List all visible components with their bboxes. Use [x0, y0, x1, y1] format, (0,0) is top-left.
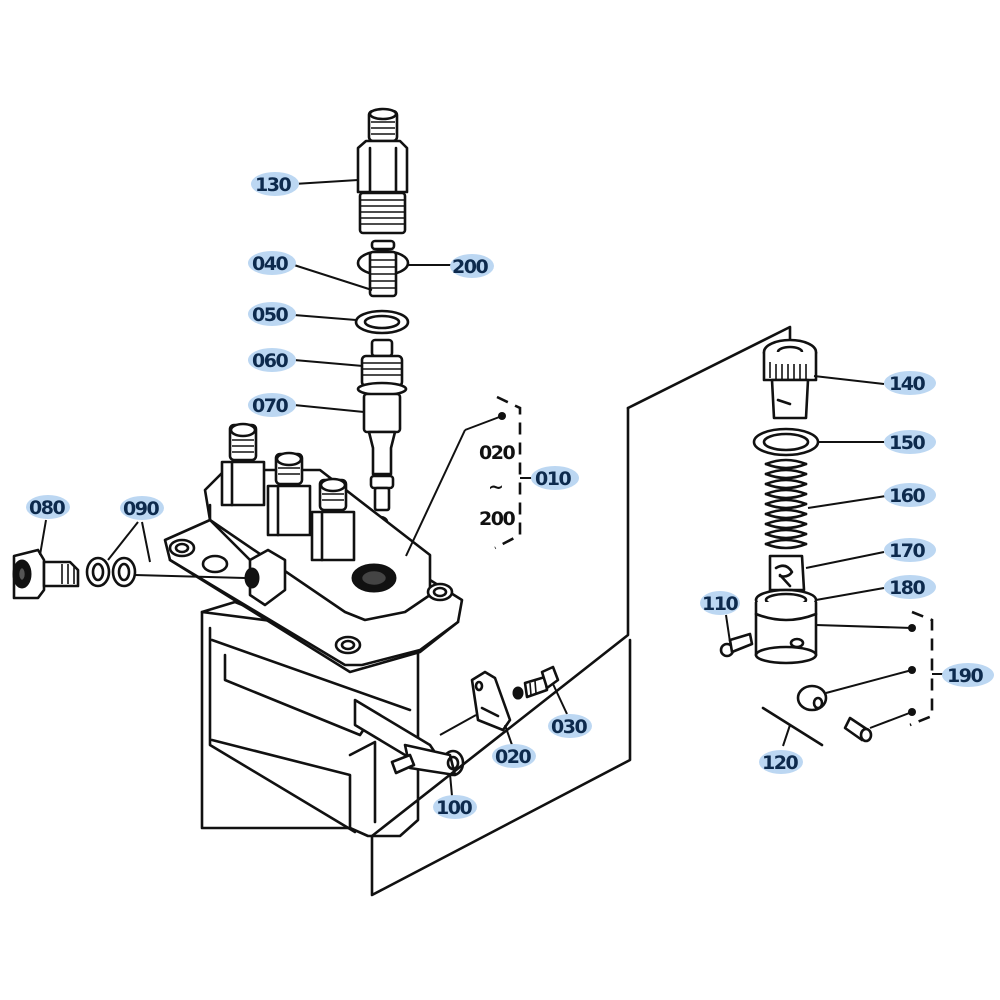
outlet-fitting-2 [266, 451, 312, 537]
callout-label: 010 [535, 468, 571, 490]
callout-label: 030 [551, 716, 587, 738]
delivery-valve-spring-and-oring [356, 239, 410, 298]
callout-190[interactable]: 190 [942, 663, 994, 687]
washer-pair [85, 556, 246, 588]
gasket [354, 309, 410, 335]
delivery-valve [356, 338, 408, 397]
callout-030[interactable]: 030 [548, 714, 592, 738]
callout-label: 150 [889, 432, 925, 454]
callout-200[interactable]: 200 [450, 254, 494, 278]
callout-120[interactable]: 120 [759, 750, 803, 774]
callout-label: 120 [762, 752, 798, 774]
plunger [362, 392, 402, 560]
callout-150[interactable]: 150 [884, 430, 936, 454]
lever-bolt [512, 665, 568, 715]
tappet-cap [762, 338, 818, 420]
range-from: 020 [479, 442, 515, 464]
callout-label: 180 [889, 577, 925, 599]
outlet-fitting-3 [310, 477, 356, 562]
range-note: 020 ~ 200 [479, 442, 517, 530]
control-sleeve [768, 554, 806, 592]
callout-090[interactable]: 090 [120, 496, 164, 520]
callout-170[interactable]: 170 [884, 538, 936, 562]
callout-050[interactable]: 050 [248, 302, 296, 326]
callout-label: 110 [702, 593, 738, 615]
callout-010[interactable]: 010 [531, 466, 579, 490]
callout-label: 020 [495, 746, 531, 768]
callout-100[interactable]: 100 [433, 795, 477, 819]
plunger-spring [764, 458, 808, 550]
control-rack [353, 698, 465, 797]
callout-110[interactable]: 110 [700, 591, 740, 615]
callout-180[interactable]: 180 [884, 575, 936, 599]
leader-lines [39, 179, 887, 601]
roller-and-pin [761, 684, 873, 747]
callout-label: 080 [29, 497, 65, 519]
tappet-body [754, 588, 818, 665]
callout-label: 200 [452, 256, 488, 278]
screw [719, 614, 754, 658]
callout-label: 040 [252, 253, 288, 275]
lever-plate [439, 670, 513, 746]
callout-label: 140 [889, 373, 925, 395]
callout-020-lever[interactable]: 020 [492, 744, 536, 768]
callout-140[interactable]: 140 [884, 371, 936, 395]
range-bracket-010 [405, 395, 533, 557]
callout-label: 090 [123, 498, 159, 520]
callout-070[interactable]: 070 [248, 393, 296, 417]
delivery-valve-holder [356, 107, 409, 235]
range-separator: ~ [488, 476, 502, 498]
callout-040[interactable]: 040 [248, 251, 296, 275]
callout-130[interactable]: 130 [251, 172, 299, 196]
callout-label: 100 [436, 797, 472, 819]
callout-060[interactable]: 060 [248, 348, 296, 372]
callout-label: 170 [889, 540, 925, 562]
banjo-bolt [12, 548, 80, 600]
callout-label: 190 [947, 665, 983, 687]
range-bracket-190 [815, 610, 945, 729]
range-to: 200 [479, 508, 515, 530]
callout-label: 160 [889, 485, 925, 507]
outlet-fitting-1 [220, 422, 266, 507]
callout-label: 070 [252, 395, 288, 417]
spring-seat [752, 427, 820, 457]
callout-label: 050 [252, 304, 288, 326]
callout-label: 060 [252, 350, 288, 372]
callout-080[interactable]: 080 [26, 495, 70, 519]
callout-label: 130 [255, 174, 291, 196]
callout-160[interactable]: 160 [884, 483, 936, 507]
